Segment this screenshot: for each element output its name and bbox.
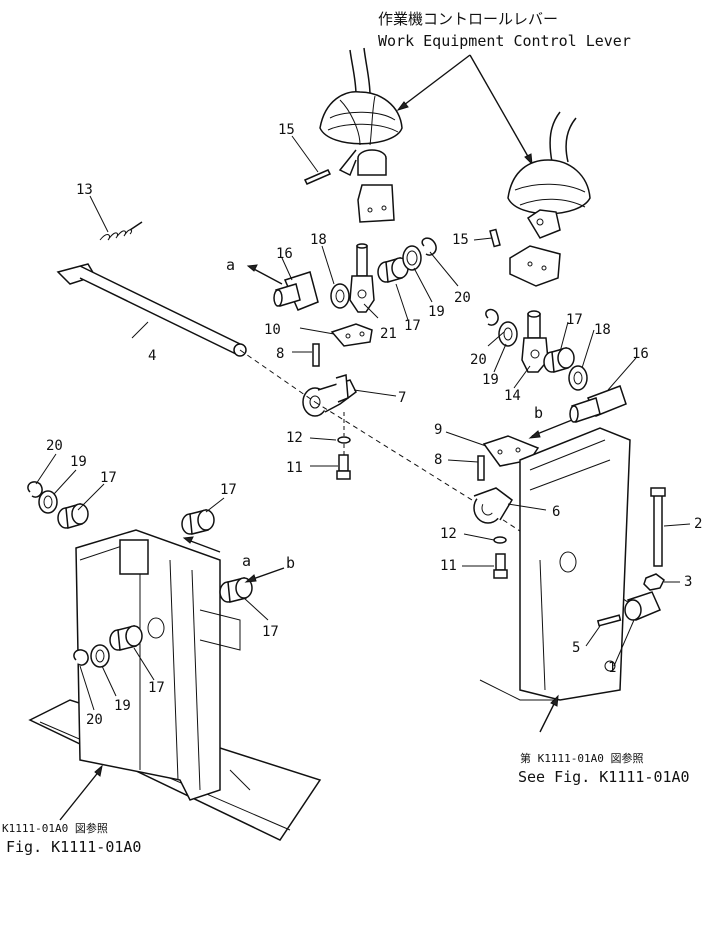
- pin-15-right: [489, 228, 501, 248]
- caption-lever-jp: 作業機コントロールレバー: [378, 10, 558, 28]
- ref-left-jp: K1111-01A0 図参照: [2, 821, 108, 835]
- bushing-17-b: [219, 577, 253, 603]
- view-mark-b-top: b: [534, 404, 543, 422]
- bushing-17-lower: [57, 503, 89, 529]
- right-lever-head: [526, 209, 561, 239]
- callout-17-bottom: 17: [148, 680, 165, 696]
- nut-3: [643, 573, 665, 591]
- callout-labels: 13 15 18 16 4 10 8 21 17 19 20 7 12 11 1…: [46, 122, 702, 728]
- snap-ring-20-lower: [27, 481, 43, 498]
- plate-10: [330, 323, 373, 347]
- view-marks: a b a b: [226, 256, 543, 572]
- pin-5: [596, 614, 622, 627]
- ref-right-jp: 第 K1111-01A0 図参照: [520, 751, 643, 765]
- right-lever-boot: [507, 111, 591, 215]
- arm-7: [302, 374, 357, 417]
- callout-16-left: 16: [276, 246, 293, 262]
- washer-12-left: [337, 436, 351, 444]
- spring-13: [99, 221, 143, 241]
- callout-17-lower: 17: [100, 470, 117, 486]
- leader-lines: [35, 135, 691, 711]
- bushing-17-left: [377, 257, 409, 283]
- callout-19-left: 19: [428, 304, 445, 320]
- left-lever-boot: [319, 47, 403, 146]
- callout-12-right: 12: [440, 526, 457, 542]
- bearing-18-left: [330, 283, 350, 309]
- callout-17-right: 17: [566, 312, 583, 328]
- callout-12-left: 12: [286, 430, 303, 446]
- caption-lever-en: Work Equipment Control Lever: [378, 32, 631, 50]
- caption-arrows: [396, 54, 533, 166]
- washer-19-left: [402, 245, 422, 271]
- callout-20-lower: 20: [46, 438, 63, 454]
- view-mark-a-top: a: [226, 256, 235, 274]
- callout-14: 14: [504, 388, 521, 404]
- view-mark-a-bottom: a: [242, 552, 251, 570]
- callout-21: 21: [380, 326, 397, 342]
- callout-9: 9: [434, 422, 442, 438]
- callout-19-bottom: 19: [114, 698, 131, 714]
- washer-12-right: [493, 536, 507, 544]
- callout-20-bottom: 20: [86, 712, 103, 728]
- callout-11-left: 11: [286, 460, 303, 476]
- callout-19-lower: 19: [70, 454, 87, 470]
- right-lever-shaft: [521, 310, 549, 373]
- rod-4: [56, 263, 247, 357]
- bolt-11-left: [336, 454, 351, 480]
- callout-17-mid: 17: [262, 624, 279, 640]
- view-arrows: [59, 264, 573, 821]
- bolt-11-right: [493, 553, 508, 579]
- bushing-17-c: [109, 625, 143, 651]
- snap-ring-20-lower-b: [73, 649, 89, 666]
- callout-18-left: 18: [310, 232, 327, 248]
- housing-left: [28, 529, 322, 841]
- callout-7: 7: [398, 390, 406, 406]
- bearing-18-right: [568, 365, 588, 391]
- callout-19-right: 19: [482, 372, 499, 388]
- ref-left-en: Fig. K1111-01A0: [6, 838, 141, 856]
- callout-6: 6: [552, 504, 560, 520]
- callout-5: 5: [572, 640, 580, 656]
- callout-8-left: 8: [276, 346, 284, 362]
- washer-19-lower: [38, 490, 58, 514]
- pin-8-left: [312, 343, 320, 367]
- callout-13: 13: [76, 182, 93, 198]
- callout-3: 3: [684, 574, 692, 590]
- housing-1: [479, 427, 631, 701]
- callout-15-right: 15: [452, 232, 469, 248]
- washer-19-right: [498, 321, 518, 347]
- snap-ring-20-right: [485, 308, 499, 326]
- callout-16-right: 16: [632, 346, 649, 362]
- callout-15-left: 15: [278, 122, 295, 138]
- bracket-16-left: [273, 271, 319, 311]
- callout-17-upper: 17: [220, 482, 237, 498]
- bracket-16-right: [569, 385, 627, 423]
- right-lever-base: [509, 245, 561, 287]
- view-mark-b-bottom: b: [286, 554, 295, 572]
- pin-15-left: [303, 169, 332, 185]
- ref-right-en: See Fig. K1111-01A0: [518, 768, 690, 786]
- callout-18-right: 18: [594, 322, 611, 338]
- callout-20-left: 20: [454, 290, 471, 306]
- bushing-17-right: [543, 347, 575, 373]
- callout-4: 4: [148, 348, 156, 364]
- callout-17-left: 17: [404, 318, 421, 334]
- callout-2: 2: [694, 516, 702, 532]
- callout-20-right: 20: [470, 352, 487, 368]
- callout-8-right: 8: [434, 452, 442, 468]
- pivot-cylinder-1: [624, 591, 661, 621]
- left-lever-head: [338, 149, 395, 223]
- callout-1: 1: [608, 660, 616, 676]
- arm-6: [473, 487, 513, 524]
- snap-ring-20-left: [421, 237, 437, 256]
- callout-11-right: 11: [440, 558, 457, 574]
- callout-10: 10: [264, 322, 281, 338]
- pin-8-right: [477, 455, 485, 481]
- washer-19-lower-b: [90, 644, 110, 668]
- left-lever-shaft: [349, 243, 375, 313]
- bushing-17-a: [181, 509, 215, 535]
- bolt-2: [650, 487, 666, 567]
